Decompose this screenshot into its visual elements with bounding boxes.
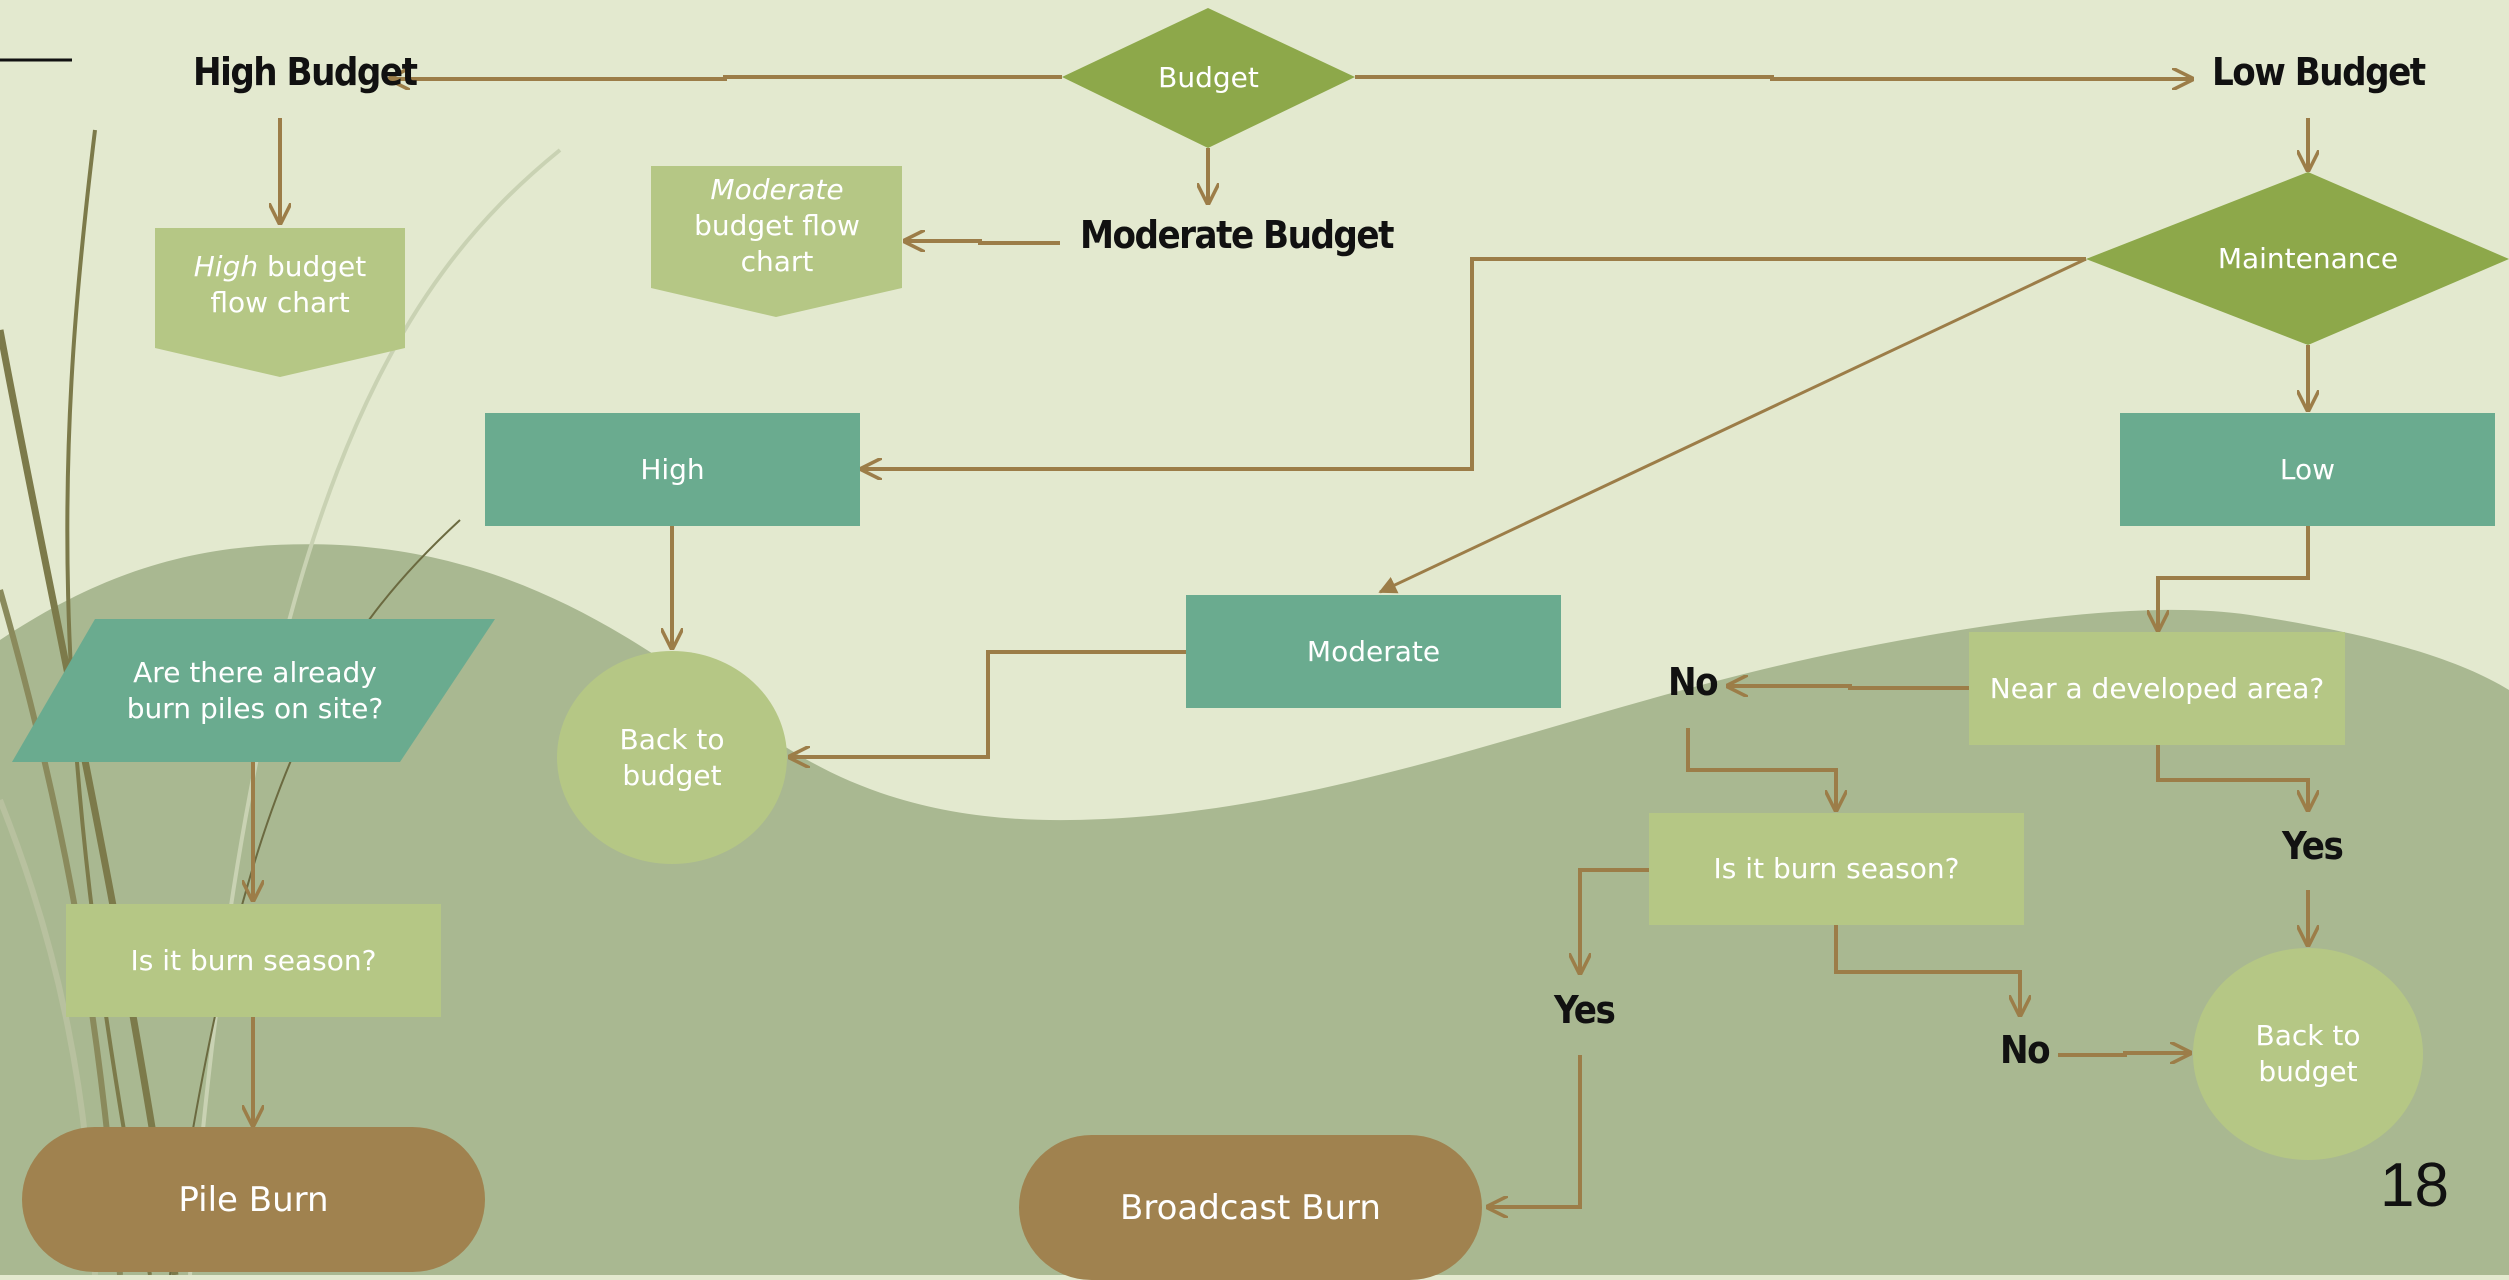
budget-diamond — [1062, 8, 1355, 148]
moderate-flow-chart-label: Moderate budget flow chart — [672, 172, 882, 282]
moderate-flow-pentagon — [651, 166, 902, 317]
arrow-budget-to-low-budget — [1355, 77, 2192, 79]
broadcast-burn-terminal: Broadcast Burn — [1019, 1135, 1482, 1280]
burn-season-left-node: Is it burn season? — [66, 904, 441, 1017]
moderate-flow-emphasis: Moderate — [710, 173, 844, 206]
high-flow-emphasis: High — [193, 250, 259, 283]
high-budget-label: High Budget — [193, 50, 418, 94]
arrow-moderate-budget-to-flow — [905, 241, 1060, 243]
burn-season-middle-node: Is it burn season? — [1649, 813, 2024, 925]
grass-blade — [65, 129, 152, 1275]
arrow-moderate-to-back — [790, 650, 1186, 757]
yes-label-middle: Yes — [1554, 988, 1616, 1032]
high-flow-text: budget flow chart — [210, 250, 367, 319]
high-node: High — [485, 413, 860, 526]
no-label-right: No — [1668, 660, 1719, 704]
moderate-node: Moderate — [1186, 595, 1561, 708]
page-number: 18 — [2380, 1151, 2449, 1220]
burn-piles-label: Are there already burn piles on site? — [126, 655, 384, 725]
low-budget-label: Low Budget — [2212, 50, 2426, 94]
moderate-budget-label: Moderate Budget — [1080, 213, 1394, 257]
moderate-flow-text: budget flow chart — [694, 209, 860, 278]
arrow-near-to-yes — [2156, 745, 2308, 810]
arrow-no-to-season — [1686, 728, 1836, 810]
arrow-low-to-near — [2158, 526, 2310, 630]
grass-blade — [0, 329, 179, 1275]
back-to-budget-right: Back to budget — [2193, 948, 2423, 1160]
arrow-no-to-back — [2058, 1053, 2190, 1055]
low-node: Low — [2120, 413, 2495, 526]
back-to-budget-left: Back to budget — [557, 651, 787, 864]
arrow-yes-to-broadcast — [1488, 1055, 1582, 1207]
arrow-near-to-no — [1728, 686, 1969, 688]
high-flow-pentagon — [155, 228, 405, 377]
burn-piles-parallelogram — [12, 619, 495, 762]
arrow-budget-to-high-budget — [390, 77, 1062, 79]
pile-burn-terminal: Pile Burn — [22, 1127, 485, 1272]
high-flow-chart-label: High budget flow chart — [170, 245, 390, 329]
near-developed-area-node: Near a developed area? — [1969, 632, 2345, 745]
no-label-bottom: No — [2000, 1028, 2051, 1072]
arrow-season-to-no — [1834, 925, 2020, 1015]
maintenance-diamond — [2086, 172, 2509, 345]
maintenance-label: Maintenance — [2217, 241, 2399, 275]
yes-label-right: Yes — [2282, 824, 2344, 868]
arrow-maintenance-to-moderate — [1378, 257, 2087, 594]
arrow-maintenance-to-high — [862, 257, 2086, 469]
budget-label: Budget — [1158, 61, 1259, 94]
arrow-season-to-yes — [1580, 868, 1649, 973]
